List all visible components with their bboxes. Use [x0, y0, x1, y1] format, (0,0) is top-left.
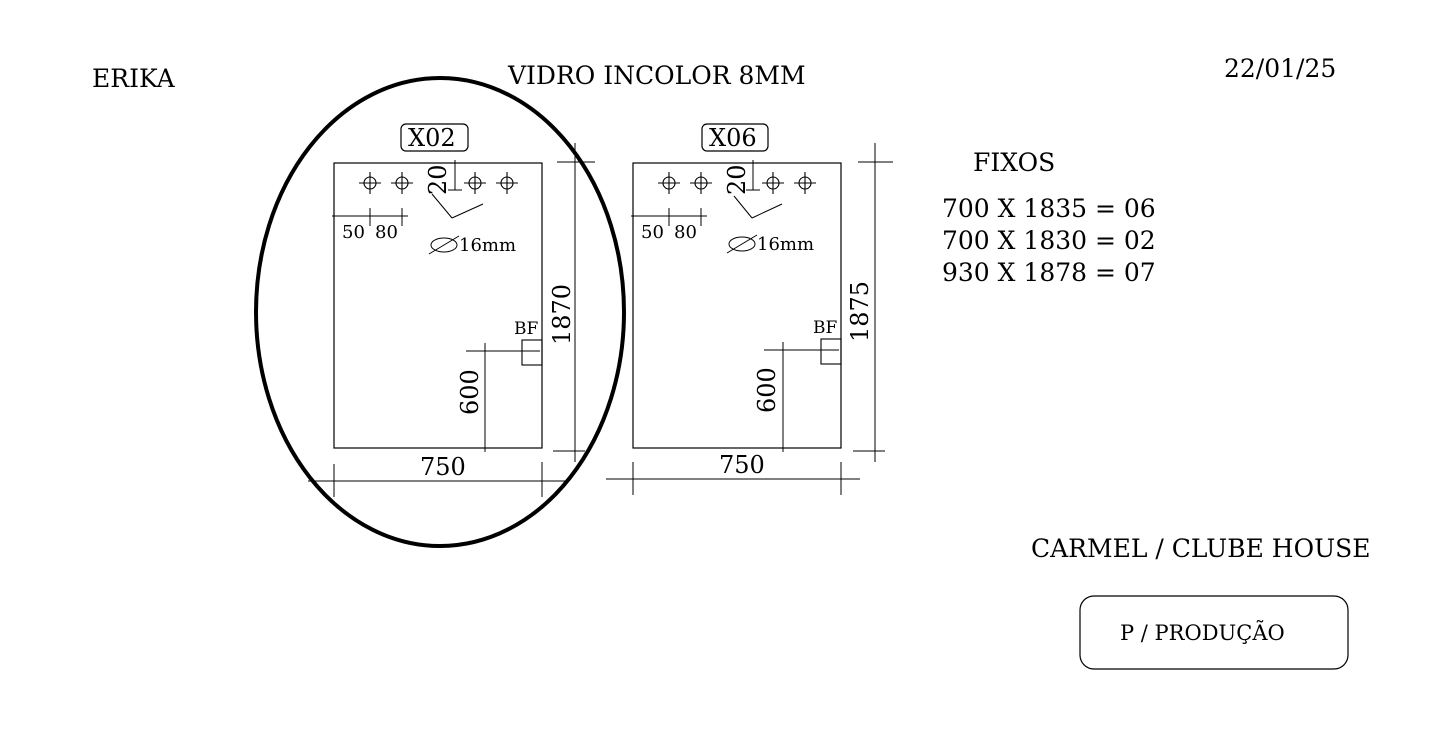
hole-spacing-2: 80 [375, 222, 398, 243]
hole-spacing-dims [631, 160, 783, 254]
panel-code-box [400, 123, 469, 152]
project-name: CARMEL / CLUBE HOUSE [1031, 534, 1371, 563]
client-name: ERIKA [92, 64, 176, 93]
hole-spacing-1: 50 [342, 222, 365, 243]
glass-outline [333, 162, 543, 449]
panel-code-box [701, 123, 769, 152]
hole-marks [359, 172, 518, 194]
glass-outline [632, 162, 842, 449]
top-offset: 20 [723, 164, 751, 195]
fitting-height: 600 [456, 369, 484, 415]
panel-code: X02 [408, 124, 456, 152]
hole-spacing-2: 80 [674, 222, 697, 243]
fitting-label: BF [813, 318, 837, 338]
hole-marks [658, 172, 816, 194]
hole-spacing-1: 50 [641, 222, 664, 243]
panel-width: 750 [719, 451, 765, 479]
stamp-text: P / PRODUÇÃO [1120, 621, 1285, 645]
height-dim [553, 143, 595, 462]
width-dim [606, 462, 860, 495]
panel-x02 [254, 76, 626, 548]
highlight-ellipse [254, 76, 626, 548]
hole-spacing-dims [332, 160, 484, 255]
fitting-height: 600 [753, 367, 781, 413]
panel-height: 1875 [846, 281, 874, 342]
stamp-box [1079, 595, 1349, 670]
height-dim [853, 143, 893, 462]
top-offset: 20 [424, 164, 452, 195]
fitting-label: BF [514, 319, 538, 339]
fixos-item: 930 X 1878 = 07 [942, 258, 1156, 287]
panel-height: 1870 [548, 284, 576, 345]
panel-x06 [606, 123, 893, 495]
date: 22/01/25 [1224, 54, 1336, 83]
fitting-box [521, 339, 543, 366]
fitting-box [820, 338, 842, 365]
width-dim [308, 462, 565, 497]
material-title: VIDRO INCOLOR 8MM [507, 61, 806, 90]
hole-diameter: 16mm [459, 235, 516, 256]
panel-width: 750 [420, 453, 466, 481]
hole-diameter: 16mm [757, 234, 814, 255]
panel-code: X06 [709, 124, 757, 152]
fixos-item: 700 X 1830 = 02 [942, 226, 1156, 255]
fixos-title: FIXOS [973, 148, 1055, 177]
fixos-item: 700 X 1835 = 06 [942, 194, 1156, 223]
